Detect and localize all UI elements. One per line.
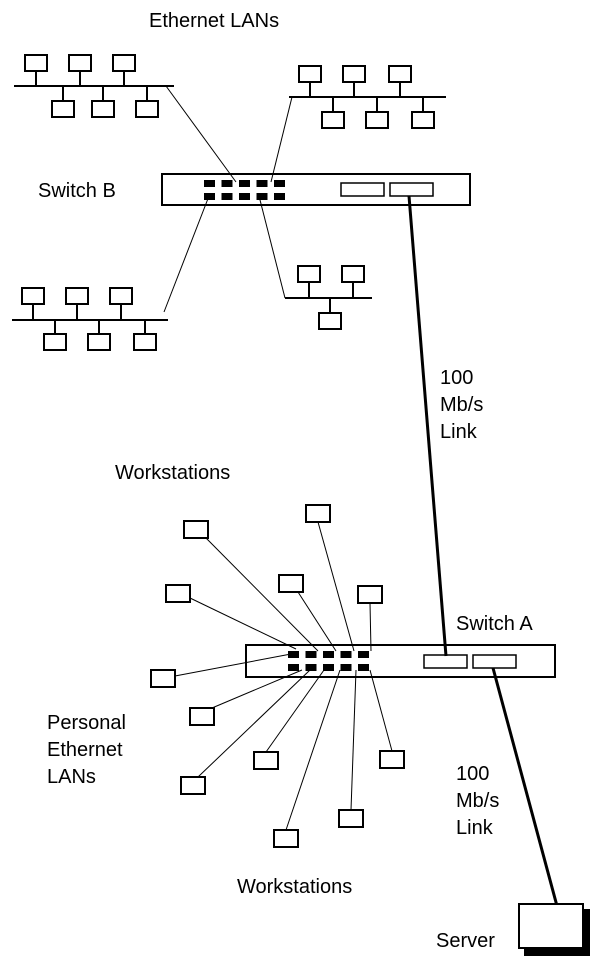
switch-b-port xyxy=(256,193,268,200)
personal-lans-label-line1: Personal xyxy=(47,712,126,734)
server-label: Server xyxy=(436,930,495,952)
link-top-label-line1: 100 xyxy=(440,367,473,389)
ethernet-lans-label: Ethernet LANs xyxy=(149,10,279,32)
switch-a-chassis xyxy=(245,644,556,678)
lan-node xyxy=(43,333,67,351)
switch-a-port xyxy=(358,651,369,658)
workstation xyxy=(357,585,383,604)
link-bottom-label-line2: Mb/s xyxy=(456,790,499,812)
switch-a xyxy=(245,644,556,678)
lan-node xyxy=(388,65,412,83)
switch-b-port xyxy=(274,180,285,187)
workstation xyxy=(273,829,299,848)
switch-b-port xyxy=(274,193,285,200)
lan-node xyxy=(65,287,89,305)
switch-a-port xyxy=(323,664,334,671)
switch-a-port xyxy=(358,664,369,671)
server-box xyxy=(518,903,584,949)
workstations-top xyxy=(150,504,383,688)
switch-b-port xyxy=(239,180,250,187)
link-switch-b-lan-small xyxy=(258,195,286,299)
switch-b-chassis xyxy=(161,173,471,206)
ethernet-lan-bottom-left xyxy=(12,287,168,351)
link-switch-b-lan-top-right xyxy=(270,96,293,183)
workstations-bottom xyxy=(180,707,405,848)
link-bottom-label-line1: 100 xyxy=(456,763,489,785)
switch-a-port xyxy=(288,664,299,671)
workstation xyxy=(189,707,215,726)
switch-b-port xyxy=(256,180,268,187)
switch-b xyxy=(161,173,471,206)
lan-node xyxy=(342,65,366,83)
link-100mbps-top xyxy=(407,195,448,657)
switch-b-ports xyxy=(204,180,285,200)
workstation xyxy=(338,809,364,828)
switch-a-port xyxy=(323,651,334,658)
lan-node xyxy=(411,111,435,129)
lan-node xyxy=(135,100,159,118)
personal-lans-label-line2: Ethernet xyxy=(47,739,123,761)
switch-a-port xyxy=(305,651,317,658)
workstation xyxy=(183,520,209,539)
link-switch-b-lan-bottom-left xyxy=(163,195,210,313)
server xyxy=(518,903,590,956)
lan-node xyxy=(24,54,48,72)
workstation xyxy=(165,584,191,603)
workstation xyxy=(379,750,405,769)
ethernet-lan-top-right xyxy=(289,65,446,129)
lan-node xyxy=(133,333,157,351)
switch-a-port xyxy=(340,651,352,658)
switch-b-label: Switch B xyxy=(38,180,116,202)
workstation xyxy=(180,776,206,795)
switch-b-uplink-port xyxy=(340,182,385,197)
lan-node xyxy=(318,312,342,330)
switch-a-port xyxy=(340,664,352,671)
switch-a-ports xyxy=(288,651,369,671)
switch-a-uplink-port xyxy=(472,654,517,669)
link-top-label-line3: Link xyxy=(440,421,478,443)
personal-lans-label-line3: LANs xyxy=(47,766,96,788)
switch-b-port xyxy=(204,180,215,187)
lan-node xyxy=(112,54,136,72)
lan-node xyxy=(321,111,345,129)
lan-node xyxy=(365,111,389,129)
workstations-top-label: Workstations xyxy=(115,462,230,484)
workstations-bottom-label: Workstations xyxy=(237,876,352,898)
lan-node xyxy=(68,54,92,72)
workstation xyxy=(253,751,279,770)
workstation xyxy=(305,504,331,523)
ethernet-lan-top-left xyxy=(14,54,174,118)
switch-a-port xyxy=(305,664,317,671)
lan-node xyxy=(51,100,75,118)
switch-a-port xyxy=(288,651,299,658)
lan-node xyxy=(341,265,365,283)
lan-node xyxy=(298,65,322,83)
switch-b-port xyxy=(221,193,233,200)
switch-a-label: Switch A xyxy=(456,613,533,635)
lan-node xyxy=(109,287,133,305)
switch-b-uplink-port xyxy=(389,182,434,197)
ethernet-lan-small xyxy=(285,265,372,330)
personal-lan-links xyxy=(174,521,393,831)
link-top-label-line2: Mb/s xyxy=(440,394,483,416)
switch-b-port xyxy=(204,193,215,200)
switch-b-port xyxy=(221,180,233,187)
workstation xyxy=(278,574,304,593)
switch-b-port xyxy=(239,193,250,200)
lan-node xyxy=(297,265,321,283)
switch-a-uplink-port xyxy=(423,654,468,669)
lan-node xyxy=(91,100,115,118)
link-100mbps-bottom xyxy=(491,667,559,907)
lan-node xyxy=(87,333,111,351)
workstation xyxy=(150,669,176,688)
link-switch-b-lan-top-left xyxy=(165,85,237,183)
link-bottom-label-line3: Link xyxy=(456,817,494,839)
lan-node xyxy=(21,287,45,305)
